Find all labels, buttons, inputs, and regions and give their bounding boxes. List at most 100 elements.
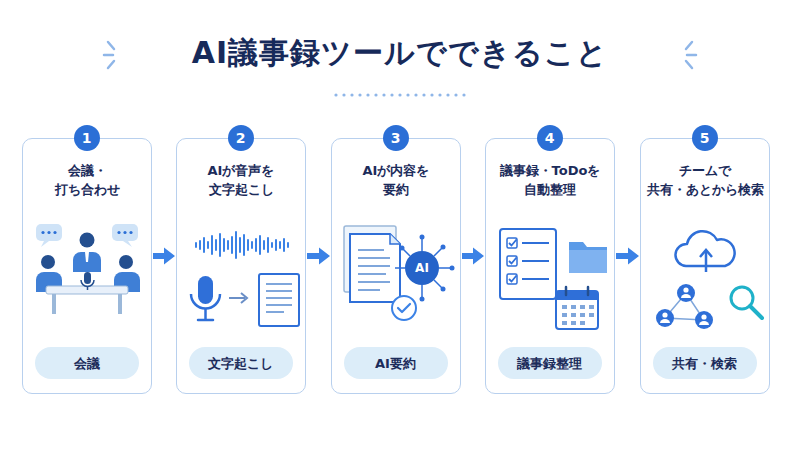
illustration-part: [118, 294, 122, 314]
step-number-badge: 2: [228, 125, 254, 151]
flow-arrow: [153, 248, 175, 265]
illustration-part: [700, 250, 712, 257]
step-number-badge: 1: [74, 125, 100, 151]
illustration-part: [571, 313, 576, 317]
step-pill: 文字起こし: [189, 347, 293, 379]
illustration-part: [454, 93, 457, 96]
illustration-part: [204, 309, 207, 319]
illustration-part: [41, 231, 44, 234]
illustration-part: [129, 231, 132, 234]
illustration-part: [84, 272, 91, 284]
illustration-part: [405, 251, 439, 285]
illustration-part: [677, 284, 695, 302]
illustration-part: [392, 296, 416, 320]
step-heading: AIが内容を 要約: [334, 161, 458, 199]
illustration-part: [104, 54, 113, 57]
illustration-part: [686, 61, 692, 68]
step-number: 5: [700, 131, 710, 145]
illustration-part: [398, 93, 401, 96]
illustration-part: [509, 240, 517, 282]
step-pill: 議事録整理: [498, 347, 602, 379]
illustration-part: [420, 235, 425, 240]
illustration-part: [446, 93, 449, 96]
illustration-part: [662, 312, 667, 317]
step-number: 4: [545, 131, 555, 145]
illustration-part: [580, 321, 585, 325]
illustration-part: [350, 234, 400, 302]
step-tag: AI要約: [375, 356, 416, 371]
dotted-rule: [334, 93, 465, 96]
step-number-badge: 5: [692, 125, 718, 151]
step-tag: 議事録整理: [517, 356, 582, 371]
illustration-part: [390, 93, 393, 96]
illustration-part: [112, 224, 138, 241]
illustration-part: [398, 304, 410, 312]
illustration-part: [119, 255, 133, 269]
illustration-part: [701, 314, 706, 319]
illustration-part: [358, 93, 361, 96]
step-tag: 共有・検索: [672, 356, 737, 371]
illustration-part: [571, 321, 576, 325]
illustration-part: [441, 245, 446, 250]
illustration-part: [406, 93, 409, 96]
illustration-part: [366, 93, 369, 96]
illustration-part: [358, 250, 390, 290]
illustration-part: [53, 231, 56, 234]
illustration-part: [695, 311, 713, 329]
diagram-title: AI議事録ツールでできること: [0, 33, 800, 73]
illustration-part: [500, 229, 556, 299]
step-pill: 会議: [35, 347, 139, 379]
illustration-part: [683, 287, 688, 292]
illustration-part: [580, 313, 585, 317]
illustration-part: [556, 291, 598, 329]
step-pill: AI要約: [344, 347, 448, 379]
step-number-badge: 3: [383, 125, 409, 151]
step-number: 2: [236, 131, 246, 145]
step-pill: 共有・検索: [653, 347, 757, 379]
illustration-part: [438, 93, 441, 96]
illustration-part: [198, 276, 213, 304]
illustration-part: [198, 319, 213, 322]
illustration-part: [229, 297, 245, 299]
illustration-part: [569, 250, 607, 273]
illustration-part: [660, 319, 670, 323]
illustration-part: [430, 93, 433, 96]
illustration-part: [334, 93, 337, 96]
step-heading: 議事録・ToDoを 自動整理: [488, 161, 612, 199]
step-number-badge: 4: [537, 125, 563, 151]
illustration-part: [422, 93, 425, 96]
illustration-part: [522, 243, 549, 279]
illustration-part: [36, 224, 62, 241]
step-heading: チームで 共有・あとから検索: [643, 161, 767, 199]
flow-arrow: [462, 248, 484, 265]
illustration-part: [681, 294, 691, 298]
illustration-part: [87, 286, 89, 290]
step-heading: 会議・ 打ち合わせ: [25, 161, 149, 199]
illustration-part: [382, 93, 385, 96]
illustration-part: [699, 321, 709, 325]
illustration-part: [123, 231, 126, 234]
illustration-part: [656, 309, 674, 327]
step-card: AIが音声を 文字起こし2文字起こし: [176, 138, 306, 394]
illustration-part: [687, 54, 696, 57]
illustration-part: [441, 287, 446, 292]
illustration-part: [462, 93, 465, 96]
illustration-part: [46, 286, 128, 294]
step-heading: AIが音声を 文字起こし: [179, 161, 303, 199]
illustration-part: [350, 93, 353, 96]
illustration-part: [108, 42, 114, 49]
illustration-part: [342, 93, 345, 96]
illustration-part: [589, 313, 594, 317]
illustration-part: [562, 305, 567, 309]
step-number: 1: [82, 131, 92, 145]
illustration-part: [571, 305, 576, 309]
illustration-part: [73, 252, 101, 272]
flow-arrow: [616, 248, 639, 265]
step-number: 3: [391, 131, 401, 145]
illustration-part: [108, 61, 114, 68]
illustration-part: [686, 42, 692, 49]
illustration-part: [705, 251, 708, 272]
